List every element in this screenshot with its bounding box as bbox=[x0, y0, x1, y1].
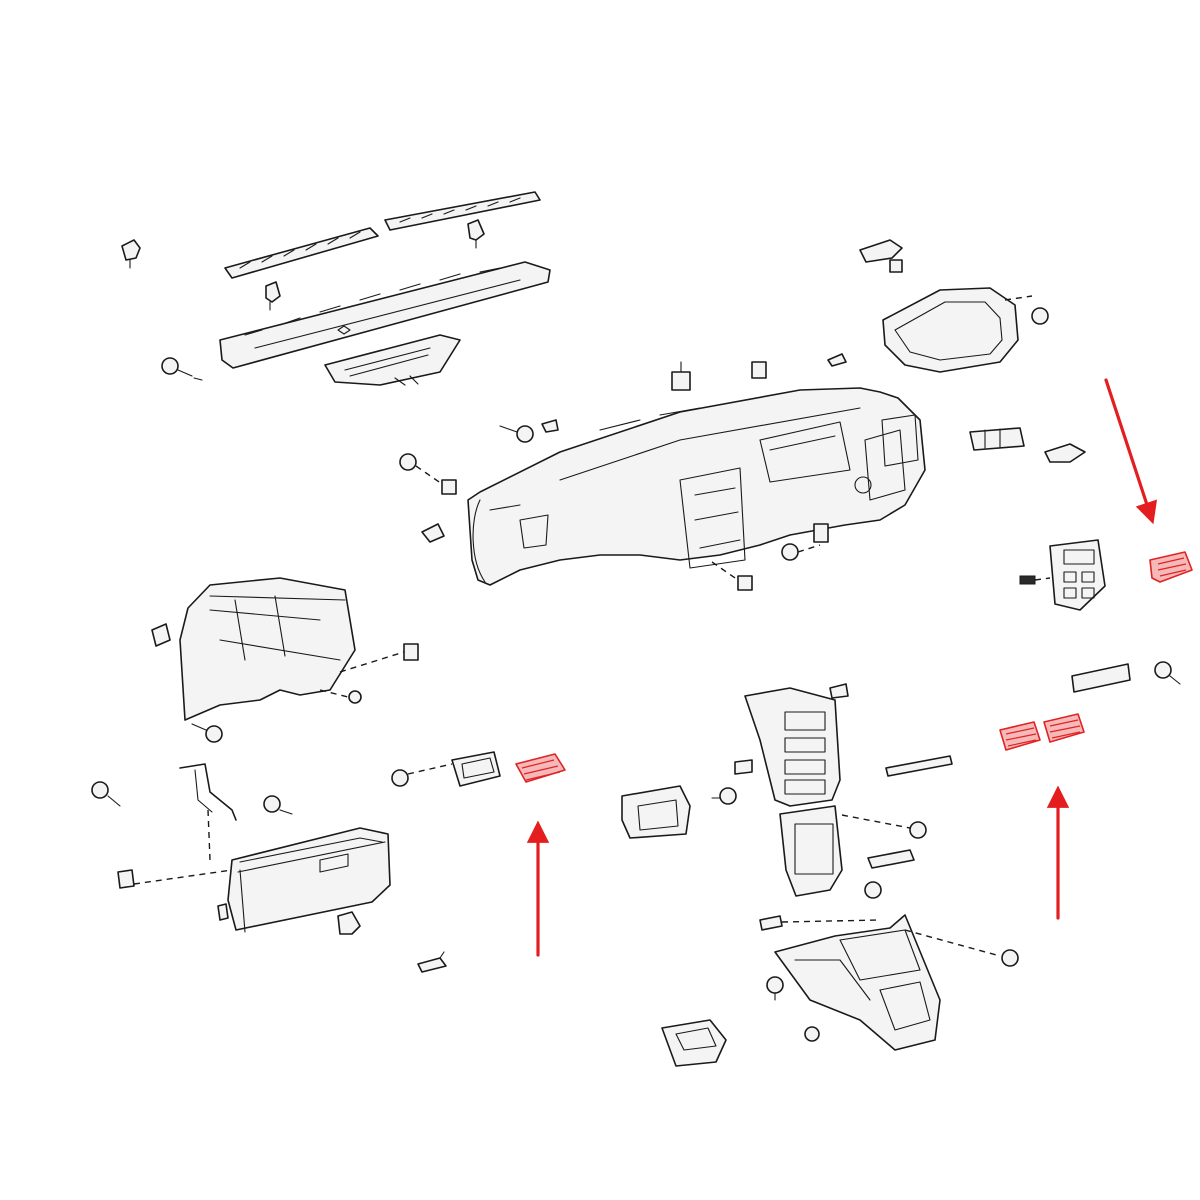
clip-dash-lower bbox=[711, 561, 753, 591]
glovebox-door bbox=[227, 827, 391, 933]
glovebox-clip-2 bbox=[339, 643, 419, 673]
connector-right bbox=[1019, 575, 1051, 585]
glovebox-air-vent[interactable] bbox=[515, 753, 566, 783]
console-box-left bbox=[621, 785, 691, 839]
center-console-air-vent-right[interactable] bbox=[1043, 713, 1085, 743]
vent-housing-left bbox=[451, 751, 501, 787]
console-screw-right bbox=[841, 814, 927, 839]
bolt-lower bbox=[417, 951, 447, 973]
center-console-body bbox=[774, 914, 941, 1051]
trim-clip-right bbox=[1044, 443, 1086, 463]
ashtray-panel bbox=[1071, 663, 1131, 693]
glovebox-door-bolt bbox=[117, 869, 233, 889]
screw-top-left bbox=[161, 357, 203, 381]
switch-assembly bbox=[969, 427, 1025, 451]
console-upper-panel bbox=[779, 805, 843, 897]
console-small-clip bbox=[804, 1026, 820, 1042]
vent-housing-screw bbox=[391, 763, 453, 787]
console-box-screw bbox=[711, 787, 737, 805]
glovebox-bumper bbox=[337, 911, 361, 935]
meter-hood bbox=[882, 287, 1019, 373]
center-cluster-clip bbox=[829, 683, 849, 699]
screw-dash-center bbox=[781, 523, 829, 561]
glovebox-door-screw bbox=[91, 781, 121, 807]
center-cluster-panel bbox=[744, 687, 841, 807]
console-body-clip-right bbox=[904, 929, 1019, 967]
glovebox-frame bbox=[179, 577, 356, 721]
instrument-panel bbox=[467, 387, 926, 586]
right-side-air-vent[interactable] bbox=[1149, 551, 1193, 583]
glovebox-clip-1 bbox=[151, 623, 171, 647]
clip-defroster-2 bbox=[467, 219, 485, 249]
center-console-air-vent-left[interactable] bbox=[999, 721, 1041, 751]
clip-top-left bbox=[121, 239, 141, 269]
meter-hood-screw bbox=[1004, 295, 1049, 325]
center-trim-strip bbox=[885, 755, 953, 777]
glovebox-hinge-bracket bbox=[179, 763, 237, 861]
center-defroster-duct bbox=[324, 334, 461, 386]
glovebox-bolt bbox=[191, 723, 223, 743]
meter-hood-clip bbox=[859, 239, 903, 273]
clip-dash-small bbox=[421, 523, 445, 543]
fastener-dash-2 bbox=[751, 361, 767, 379]
console-clip-lower bbox=[759, 915, 881, 931]
clip-defroster-1 bbox=[265, 281, 281, 311]
upper-defroster-panel-left bbox=[224, 227, 379, 279]
glovebox-latch bbox=[217, 903, 229, 921]
glovebox-screw bbox=[319, 689, 362, 704]
arrow-to-right-side-vent bbox=[1104, 378, 1158, 525]
screw-right-panel bbox=[1154, 661, 1181, 685]
console-trim-piece bbox=[867, 849, 915, 869]
clip-dash-3 bbox=[827, 353, 847, 367]
console-knob bbox=[864, 881, 882, 899]
glovebox-damper-screw bbox=[263, 795, 293, 815]
fastener-dash-1 bbox=[671, 361, 691, 391]
defroster-nozzle-panel bbox=[219, 261, 551, 369]
connector-center bbox=[734, 759, 753, 775]
console-tray bbox=[661, 1019, 727, 1067]
screw-dash-left bbox=[499, 419, 559, 443]
console-body-screw bbox=[766, 976, 784, 1001]
screw-dash-left-2 bbox=[399, 453, 457, 495]
right-switch-bezel bbox=[1049, 539, 1106, 611]
upper-defroster-panel-right bbox=[384, 191, 541, 231]
